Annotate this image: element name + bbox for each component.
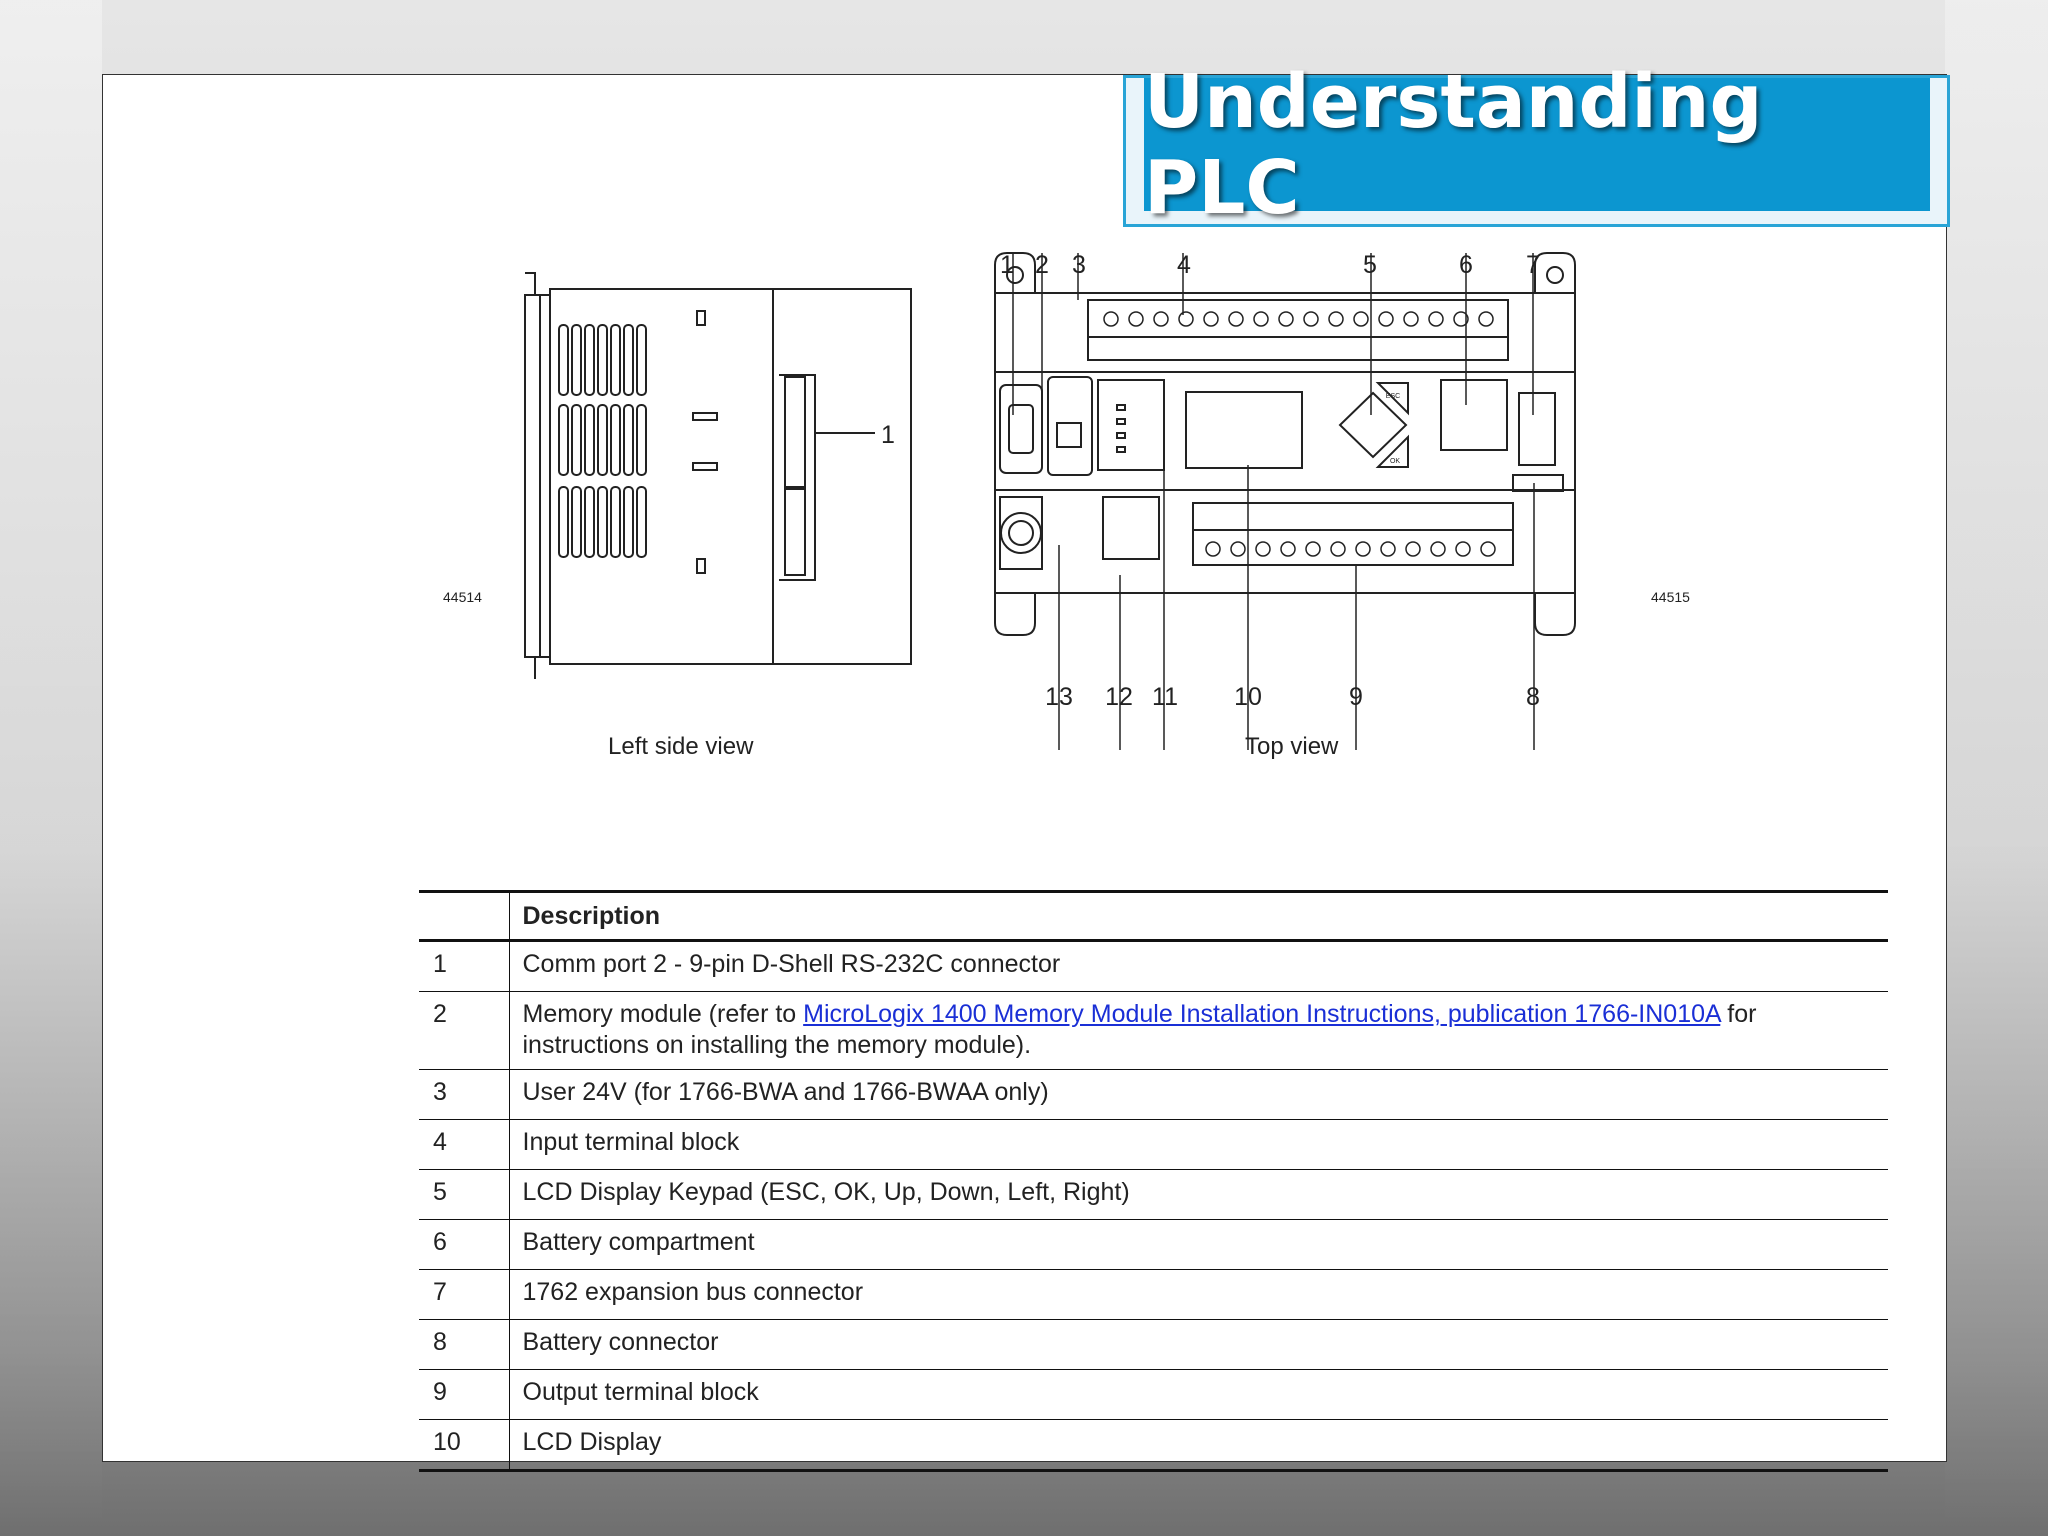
- row-number: 10: [419, 1419, 510, 1471]
- row-number: 7: [419, 1269, 510, 1320]
- row-description: LCD Display: [522, 1428, 662, 1456]
- left-callout-1: 1: [881, 421, 895, 449]
- row-description: Battery compartment: [522, 1228, 755, 1256]
- row-description: 1762 expansion bus connector: [522, 1278, 864, 1306]
- table-row: 2 Memory module (refer to MicroLogix 140…: [419, 991, 1888, 1070]
- top-figure-number: 44515: [1651, 589, 1690, 605]
- row-description: Input terminal block: [522, 1128, 740, 1156]
- row-description: Comm port 2 - 9-pin D-Shell RS-232C conn…: [522, 950, 1061, 978]
- left-side-view-drawing: [524, 272, 912, 679]
- top-caption: Top view: [1245, 733, 1339, 760]
- description-table: Description 1 Comm port 2 - 9-pin D-Shel…: [419, 890, 1888, 1472]
- top-callout-11: 11: [1152, 683, 1178, 711]
- table-row: 10 LCD Display: [419, 1419, 1888, 1471]
- keypad-esc-label: ESC: [1386, 393, 1400, 400]
- top-callout-12: 12: [1105, 683, 1133, 711]
- memory-module-instructions-link[interactable]: MicroLogix 1400 Memory Module Installati…: [803, 1000, 1721, 1028]
- title-banner-fill: Understanding PLC: [1144, 59, 1930, 231]
- background-shard: [0, 0, 102, 1536]
- top-callout-10: 10: [1234, 683, 1262, 711]
- top-callout-13: 13: [1045, 683, 1073, 711]
- table-row: 6 Battery compartment: [419, 1219, 1888, 1270]
- top-callout-4: 4: [1177, 251, 1191, 279]
- top-callout-1: 1: [1000, 251, 1014, 279]
- row-number: 2: [419, 991, 510, 1070]
- row-number: 6: [419, 1219, 510, 1270]
- top-terminal-screws: [1103, 311, 1494, 327]
- table-header-description: Description: [522, 902, 661, 930]
- top-callout-9: 9: [1349, 683, 1363, 711]
- row-description: Output terminal block: [522, 1378, 759, 1406]
- row-number: 5: [419, 1169, 510, 1220]
- top-callout-8: 8: [1526, 683, 1540, 711]
- top-callout-5: 5: [1363, 251, 1377, 279]
- row-description-text: for instructions on installing the memor…: [522, 1000, 1757, 1059]
- row-description: Memory module (refer to MicroLogix 1400 …: [509, 992, 1888, 1070]
- left-side-vents: [558, 324, 647, 558]
- row-description: Battery connector: [522, 1328, 719, 1356]
- row-description: LCD Display Keypad (ESC, OK, Up, Down, L…: [522, 1178, 1130, 1206]
- document-page: 1 44514 Left side view: [102, 59, 1950, 1471]
- bottom-terminal-screws: [1205, 541, 1496, 557]
- table-header-row: Description: [419, 891, 1888, 941]
- top-view-drawing: [994, 252, 1576, 636]
- plc-figures: 1 44514 Left side view: [443, 251, 1690, 760]
- callout-leaders: [1012, 253, 1535, 750]
- top-callout-6: 6: [1459, 251, 1473, 279]
- row-number: 4: [419, 1119, 510, 1170]
- table-row: 4 Input terminal block: [419, 1119, 1888, 1170]
- slide-title: Understanding PLC: [1144, 58, 1763, 231]
- table-row: 9 Output terminal block: [419, 1369, 1888, 1420]
- row-number: 3: [419, 1069, 510, 1120]
- table-row: 1 Comm port 2 - 9-pin D-Shell RS-232C co…: [419, 940, 1888, 992]
- table-row: 8 Battery connector: [419, 1319, 1888, 1370]
- top-callout-3: 3: [1072, 251, 1086, 279]
- top-callout-7: 7: [1526, 251, 1540, 279]
- left-figure-number: 44514: [443, 589, 482, 605]
- left-caption: Left side view: [608, 733, 754, 760]
- top-callout-2: 2: [1035, 251, 1049, 279]
- row-number: 1: [419, 940, 510, 992]
- row-description-text: Memory module (refer to: [522, 1000, 804, 1028]
- background-shard: [1945, 0, 2048, 1536]
- table-header-number: [419, 891, 510, 941]
- table-row: 7 1762 expansion bus connector: [419, 1269, 1888, 1320]
- table-row: 5 LCD Display Keypad (ESC, OK, Up, Down,…: [419, 1169, 1888, 1220]
- row-number: 8: [419, 1319, 510, 1370]
- row-number: 9: [419, 1369, 510, 1420]
- title-banner: Understanding PLC: [1123, 59, 1950, 231]
- keypad-ok-label: OK: [1390, 458, 1400, 465]
- table-row: 3 User 24V (for 1766-BWA and 1766-BWAA o…: [419, 1069, 1888, 1120]
- row-description: User 24V (for 1766-BWA and 1766-BWAA onl…: [522, 1078, 1049, 1106]
